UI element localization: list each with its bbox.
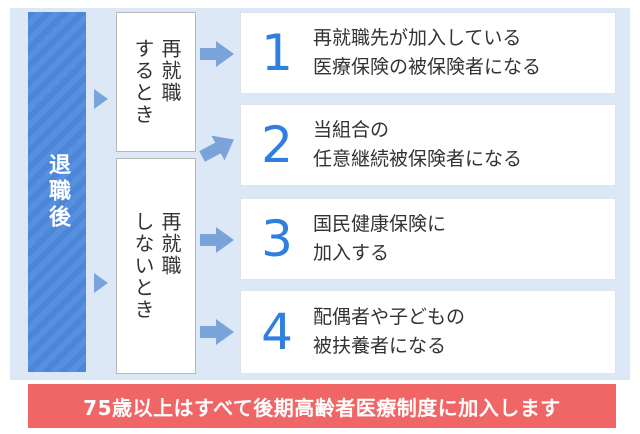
arrow-to-reemploy <box>94 89 108 109</box>
footer-note-banner: 75歳以上はすべて後期高齢者医療制度に加入します <box>28 384 616 428</box>
arrow-to-option-4 <box>200 319 234 345</box>
retirement-label: 退職後 <box>45 153 70 231</box>
option-card-4: 4 配偶者や子どもの 被扶養者になる <box>240 290 616 374</box>
option-number: 4 <box>261 303 293 361</box>
option-number: 1 <box>261 24 293 82</box>
option-number: 3 <box>261 210 293 268</box>
branch-reemploy-label: 再就職 するとき <box>131 38 182 126</box>
option-text: 再就職先が加入している 医療保険の被保険者になる <box>313 26 542 78</box>
option-text: 国民健康保険に 加入する <box>313 212 447 264</box>
arrow-to-option-2 <box>199 135 234 162</box>
retirement-label-box: 退職後 <box>28 12 86 372</box>
footer-note: 75歳以上はすべて後期高齢者医療制度に加入します <box>83 395 561 420</box>
option-number: 2 <box>261 116 293 174</box>
option-card-1: 1 再就職先が加入している 医療保険の被保険者になる <box>240 12 616 94</box>
arrow-to-option-1 <box>200 41 234 67</box>
branch-no-reemploy: 再就職 しないとき <box>116 158 196 374</box>
option-text: 配偶者や子どもの 被扶養者になる <box>313 305 466 357</box>
option-card-2: 2 当組合の 任意継続被保険者になる <box>240 104 616 186</box>
arrow-to-option-3 <box>200 227 234 253</box>
branch-reemploy: 再就職 するとき <box>116 12 196 152</box>
option-card-3: 3 国民健康保険に 加入する <box>240 198 616 280</box>
branch-no-reemploy-label: 再就職 しないとき <box>131 211 182 321</box>
option-text: 当組合の 任意継続被保険者になる <box>313 118 523 170</box>
arrow-to-no-reemploy <box>94 273 108 293</box>
